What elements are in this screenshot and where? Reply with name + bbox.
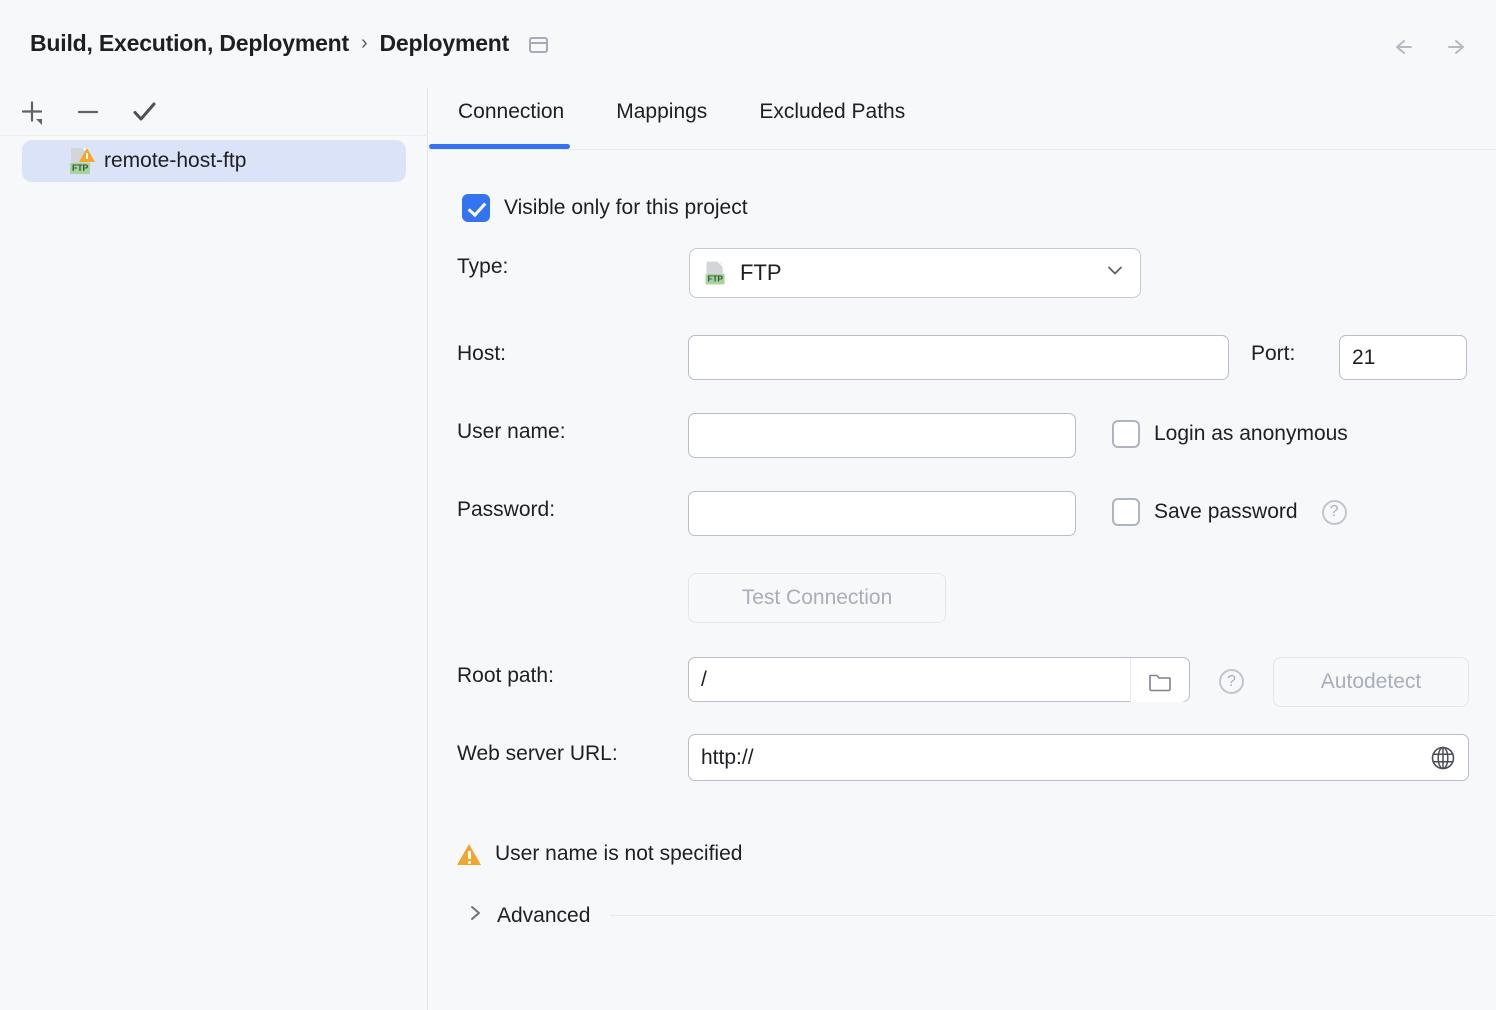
advanced-section-header[interactable]: Advanced <box>465 902 1495 929</box>
type-label: Type: <box>457 255 509 278</box>
header-bar: Build, Execution, Deployment › Deploymen… <box>0 0 1496 88</box>
validation-warning: User name is not specified <box>457 842 742 866</box>
web-server-url-label-row: Web server URL: <box>457 742 618 766</box>
breadcrumb: Build, Execution, Deployment › Deploymen… <box>30 30 549 57</box>
chevron-right-icon[interactable] <box>465 902 485 929</box>
save-password-help-icon[interactable]: ? <box>1321 499 1347 525</box>
port-label-row: Port: <box>1251 342 1295 366</box>
host-input[interactable] <box>688 335 1229 380</box>
visible-only-label: Visible only for this project <box>504 196 748 219</box>
arrow-left-icon[interactable] <box>1386 32 1416 62</box>
login-anonymous-checkbox-row[interactable]: Login as anonymous <box>1112 420 1348 448</box>
list-item-remote-host-ftp[interactable]: FTP remote-host-ftp <box>22 140 406 182</box>
ftp-badge-label: FTP <box>70 163 91 174</box>
root-path-value: / <box>701 667 707 691</box>
host-label: Host: <box>457 342 507 365</box>
server-list: FTP remote-host-ftp <box>0 140 428 182</box>
tab-connection[interactable]: Connection <box>428 88 592 149</box>
advanced-label: Advanced <box>497 903 591 927</box>
port-input[interactable]: 21 <box>1339 335 1467 380</box>
breadcrumb-separator: › <box>361 32 368 54</box>
password-input[interactable] <box>688 491 1076 536</box>
type-value: FTP <box>740 260 782 285</box>
remove-server-button[interactable] <box>66 92 110 132</box>
save-password-checkbox-row[interactable]: Save password ? <box>1112 498 1347 526</box>
visible-only-checkbox[interactable] <box>462 194 490 222</box>
ftp-type-badge-label: FTP <box>705 273 725 285</box>
web-server-url-input[interactable]: http:// <box>688 734 1469 781</box>
warning-triangle-icon <box>457 843 481 865</box>
chevron-down-icon[interactable] <box>1104 259 1126 287</box>
validation-warning-text: User name is not specified <box>495 842 743 865</box>
username-input[interactable] <box>688 413 1076 458</box>
add-server-button[interactable] <box>10 92 54 132</box>
root-path-label-row: Root path: <box>457 664 554 688</box>
root-path-input[interactable]: / <box>688 657 1190 702</box>
advanced-divider <box>610 915 1495 916</box>
login-anonymous-checkbox[interactable] <box>1112 420 1140 448</box>
panel-icon[interactable] <box>529 36 549 53</box>
breadcrumb-item-deployment[interactable]: Deployment <box>379 30 510 56</box>
login-anonymous-label: Login as anonymous <box>1154 422 1348 445</box>
save-password-label: Save password <box>1154 500 1298 523</box>
test-connection-button[interactable]: Test Connection <box>688 573 946 623</box>
apply-check-button[interactable] <box>122 92 166 132</box>
root-path-help-icon[interactable]: ? <box>1219 669 1244 694</box>
username-label-row: User name: <box>457 420 566 444</box>
navigation-arrows <box>1386 32 1474 62</box>
tab-excluded-paths[interactable]: Excluded Paths <box>759 100 906 123</box>
tab-bar: Connection Mappings Excluded Paths <box>428 88 1496 150</box>
globe-icon[interactable] <box>1428 743 1458 773</box>
type-label-row: Type: <box>457 255 508 279</box>
breadcrumb-item-build-execution-deployment[interactable]: Build, Execution, Deployment <box>30 30 349 56</box>
host-label-row: Host: <box>457 342 506 366</box>
folder-icon[interactable] <box>1130 659 1188 702</box>
arrow-right-icon[interactable] <box>1444 32 1474 62</box>
deployment-server-list-sidebar: FTP remote-host-ftp <box>0 88 428 1010</box>
sidebar-toolbar <box>0 88 428 136</box>
type-combobox[interactable]: FTP FTP <box>689 248 1141 298</box>
ftp-server-icon: FTP <box>69 148 95 174</box>
web-server-url-value: http:// <box>701 745 754 769</box>
visible-only-checkbox-row[interactable]: Visible only for this project <box>462 194 748 222</box>
connection-form: Visible only for this project Type: FTP … <box>429 150 1496 927</box>
web-server-url-label: Web server URL: <box>457 742 618 765</box>
password-label: Password: <box>457 498 556 521</box>
port-label: Port: <box>1251 342 1296 365</box>
tab-mappings[interactable]: Mappings <box>616 100 708 123</box>
ftp-type-icon: FTP <box>705 261 730 285</box>
deployment-settings-panel: Connection Mappings Excluded Paths Visib… <box>428 88 1496 1010</box>
autodetect-button[interactable]: Autodetect <box>1273 657 1469 707</box>
root-path-label: Root path: <box>457 664 554 687</box>
save-password-checkbox[interactable] <box>1112 498 1140 526</box>
list-item-label: remote-host-ftp <box>104 149 247 172</box>
password-label-row: Password: <box>457 498 555 522</box>
username-label: User name: <box>457 420 566 443</box>
